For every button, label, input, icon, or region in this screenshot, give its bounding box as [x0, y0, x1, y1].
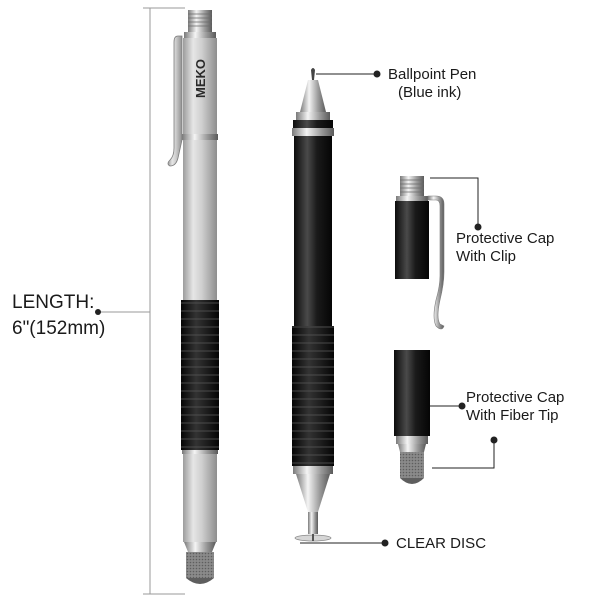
clear-disc-callout-line1: CLEAR DISC: [396, 535, 487, 552]
ballpoint-dot: [373, 70, 381, 78]
ballpoint-callout: Ballpoint Pen (Blue ink): [388, 66, 476, 102]
cap-with-clip: [395, 176, 445, 330]
ballpoint-callout-line1: Ballpoint Pen: [388, 66, 477, 83]
length-label: LENGTH: 6"(152mm): [12, 290, 105, 342]
cap-fiber-callout-line2: With Fiber Tip: [466, 407, 559, 424]
ballpoint-callout-line2: (Blue ink): [398, 84, 462, 101]
clear-disc-callout: CLEAR DISC: [396, 535, 486, 553]
length-dimension-line: [98, 7, 185, 595]
cap-clip-callout: Protective Cap With Clip: [456, 230, 554, 266]
cap-clip-callout-line1: Protective Cap: [456, 230, 555, 247]
cap-clip-dot: [474, 223, 482, 231]
cap-fiber-dot-lower: [490, 436, 498, 444]
cap-fiber-callout: Protective Cap With Fiber Tip: [466, 389, 564, 425]
black-stylus: [292, 68, 334, 542]
length-label-line2: 6"(152mm): [12, 318, 106, 339]
silver-stylus: MEKO: [167, 10, 219, 584]
clear-disc-dot: [381, 539, 389, 547]
brand-logo: MEKO: [193, 59, 208, 98]
cap-with-fiber-tip: [394, 350, 430, 484]
length-dot: [95, 309, 101, 315]
callout-lines: [300, 73, 495, 544]
length-label-line1: LENGTH:: [12, 292, 95, 313]
cap-fiber-dot: [458, 402, 466, 410]
cap-clip-callout-line2: With Clip: [456, 248, 517, 265]
cap-fiber-callout-line1: Protective Cap: [466, 389, 565, 406]
